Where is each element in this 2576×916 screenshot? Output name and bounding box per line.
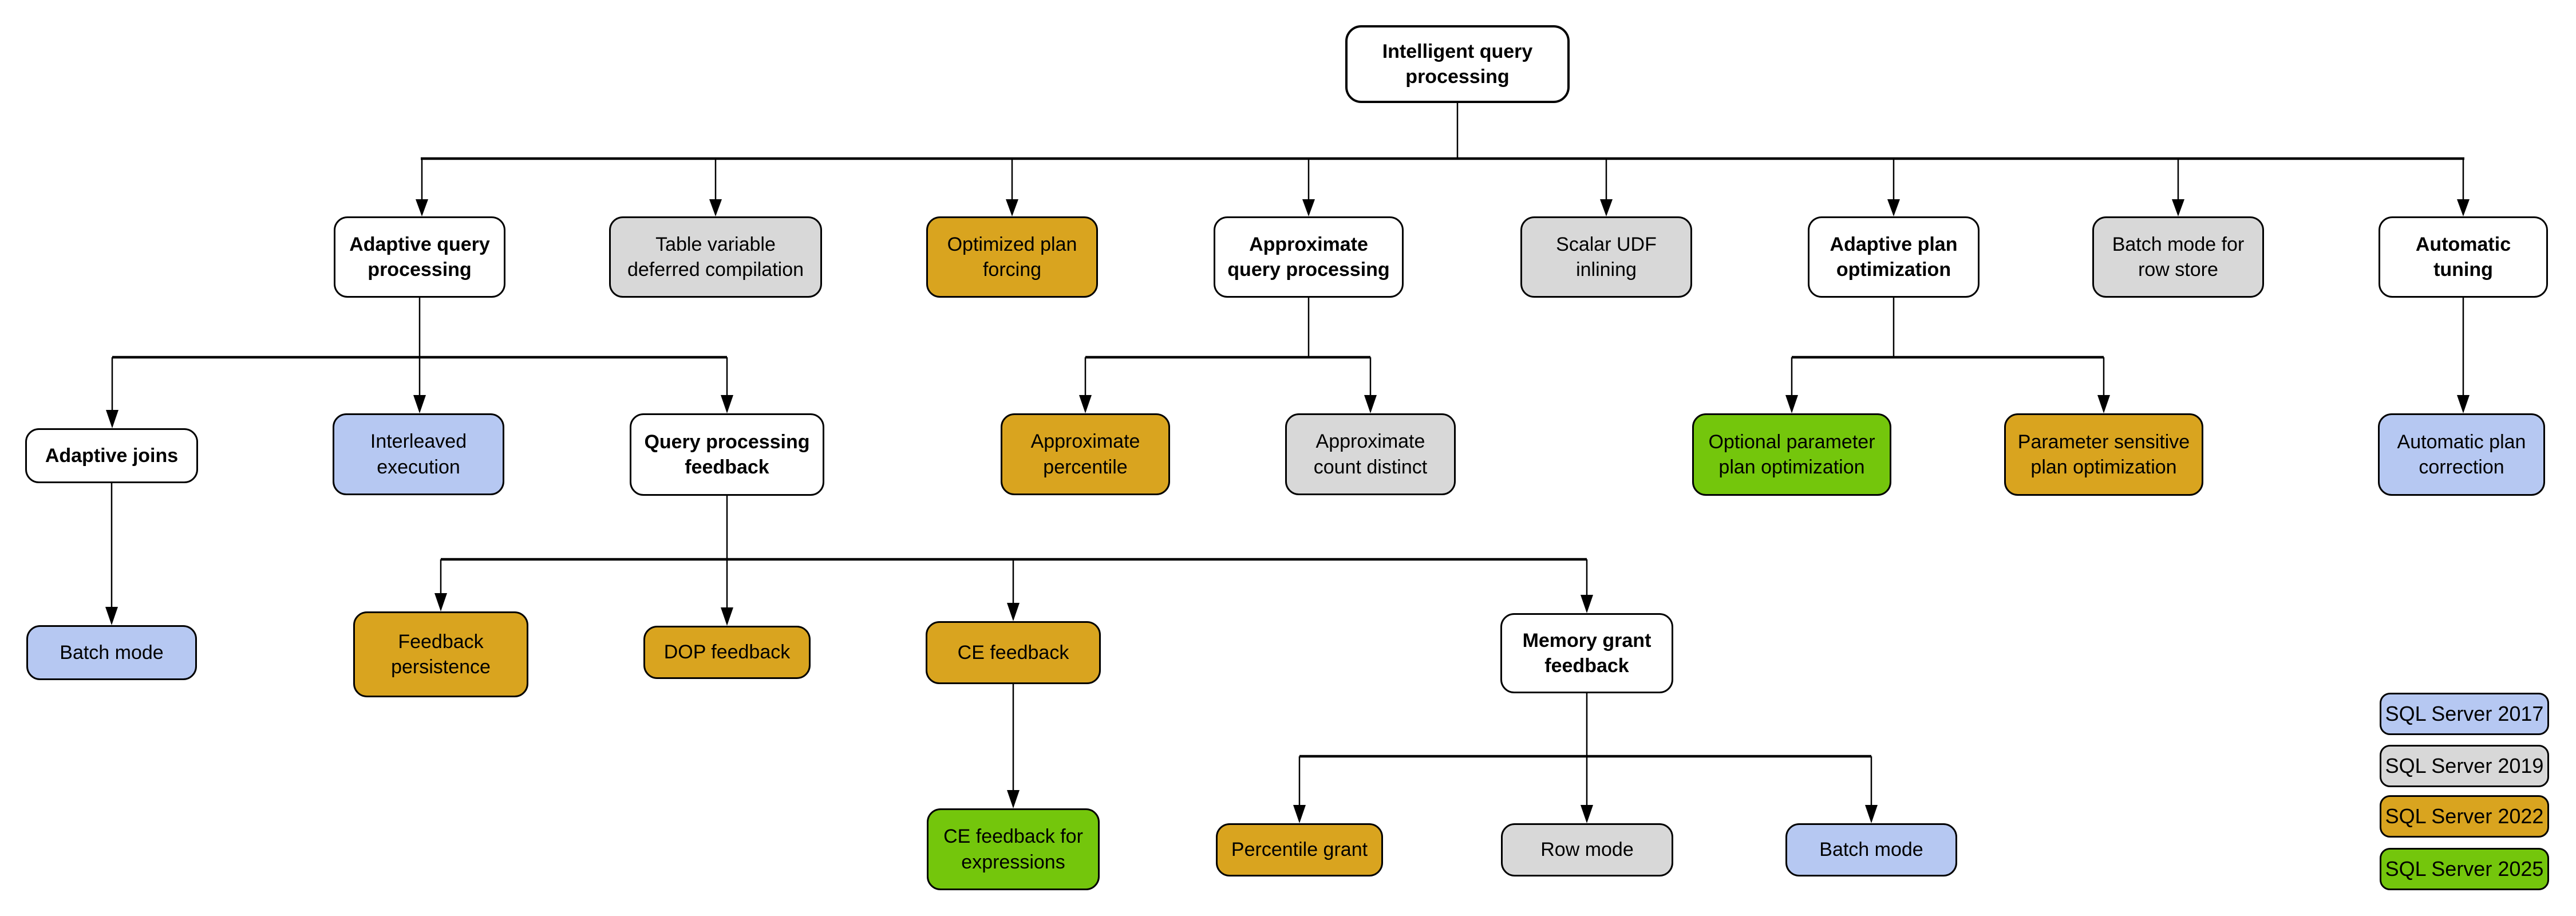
legend-item-sql-server-2019: SQL Server 2019 (2380, 745, 2549, 787)
node-batch-mode-adaptive-joins: Batch mode (26, 625, 197, 680)
node-scalar-udf-inlining: Scalar UDF inlining (1520, 216, 1692, 298)
node-approximate-percentile: Approximate percentile (1001, 413, 1170, 495)
node-ce-feedback-for-expressions: CE feedback for expressions (927, 808, 1100, 890)
node-interleaved-execution: Interleaved execution (333, 413, 504, 495)
legend-item-sql-server-2017: SQL Server 2017 (2380, 693, 2549, 735)
node-batch-mode-for-row-store: Batch mode for row store (2092, 216, 2264, 298)
node-adaptive-joins: Adaptive joins (25, 428, 198, 483)
node-optimized-plan-forcing: Optimized plan forcing (926, 216, 1098, 298)
node-percentile-grant: Percentile grant (1216, 823, 1383, 876)
node-adaptive-query-processing: Adaptive query processing (334, 216, 505, 298)
node-dop-feedback: DOP feedback (643, 626, 811, 679)
legend-item-sql-server-2025: SQL Server 2025 (2380, 848, 2549, 890)
node-approximate-query-processing: Approximate query processing (1214, 216, 1404, 298)
node-query-processing-feedback: Query processing feedback (630, 413, 824, 496)
node-batch-mode-memory-grant: Batch mode (1785, 823, 1957, 876)
node-row-mode: Row mode (1501, 823, 1673, 876)
node-intelligent-query-processing: Intelligent query processing (1345, 25, 1570, 103)
node-memory-grant-feedback: Memory grant feedback (1500, 613, 1673, 693)
node-optional-parameter-plan-optimization: Optional parameter plan optimization (1692, 413, 1891, 496)
node-adaptive-plan-optimization: Adaptive plan optimization (1808, 216, 1980, 298)
node-automatic-tuning: Automatic tuning (2379, 216, 2548, 298)
legend-item-sql-server-2022: SQL Server 2022 (2380, 795, 2549, 838)
node-parameter-sensitive-plan-optimization: Parameter sensitive plan optimization (2004, 413, 2203, 496)
node-automatic-plan-correction: Automatic plan correction (2378, 413, 2545, 496)
node-approximate-count-distinct: Approximate count distinct (1285, 413, 1456, 495)
node-feedback-persistence: Feedback persistence (353, 611, 528, 697)
node-ce-feedback: CE feedback (926, 621, 1101, 684)
node-table-variable-deferred-compilation: Table variable deferred compilation (609, 216, 822, 298)
